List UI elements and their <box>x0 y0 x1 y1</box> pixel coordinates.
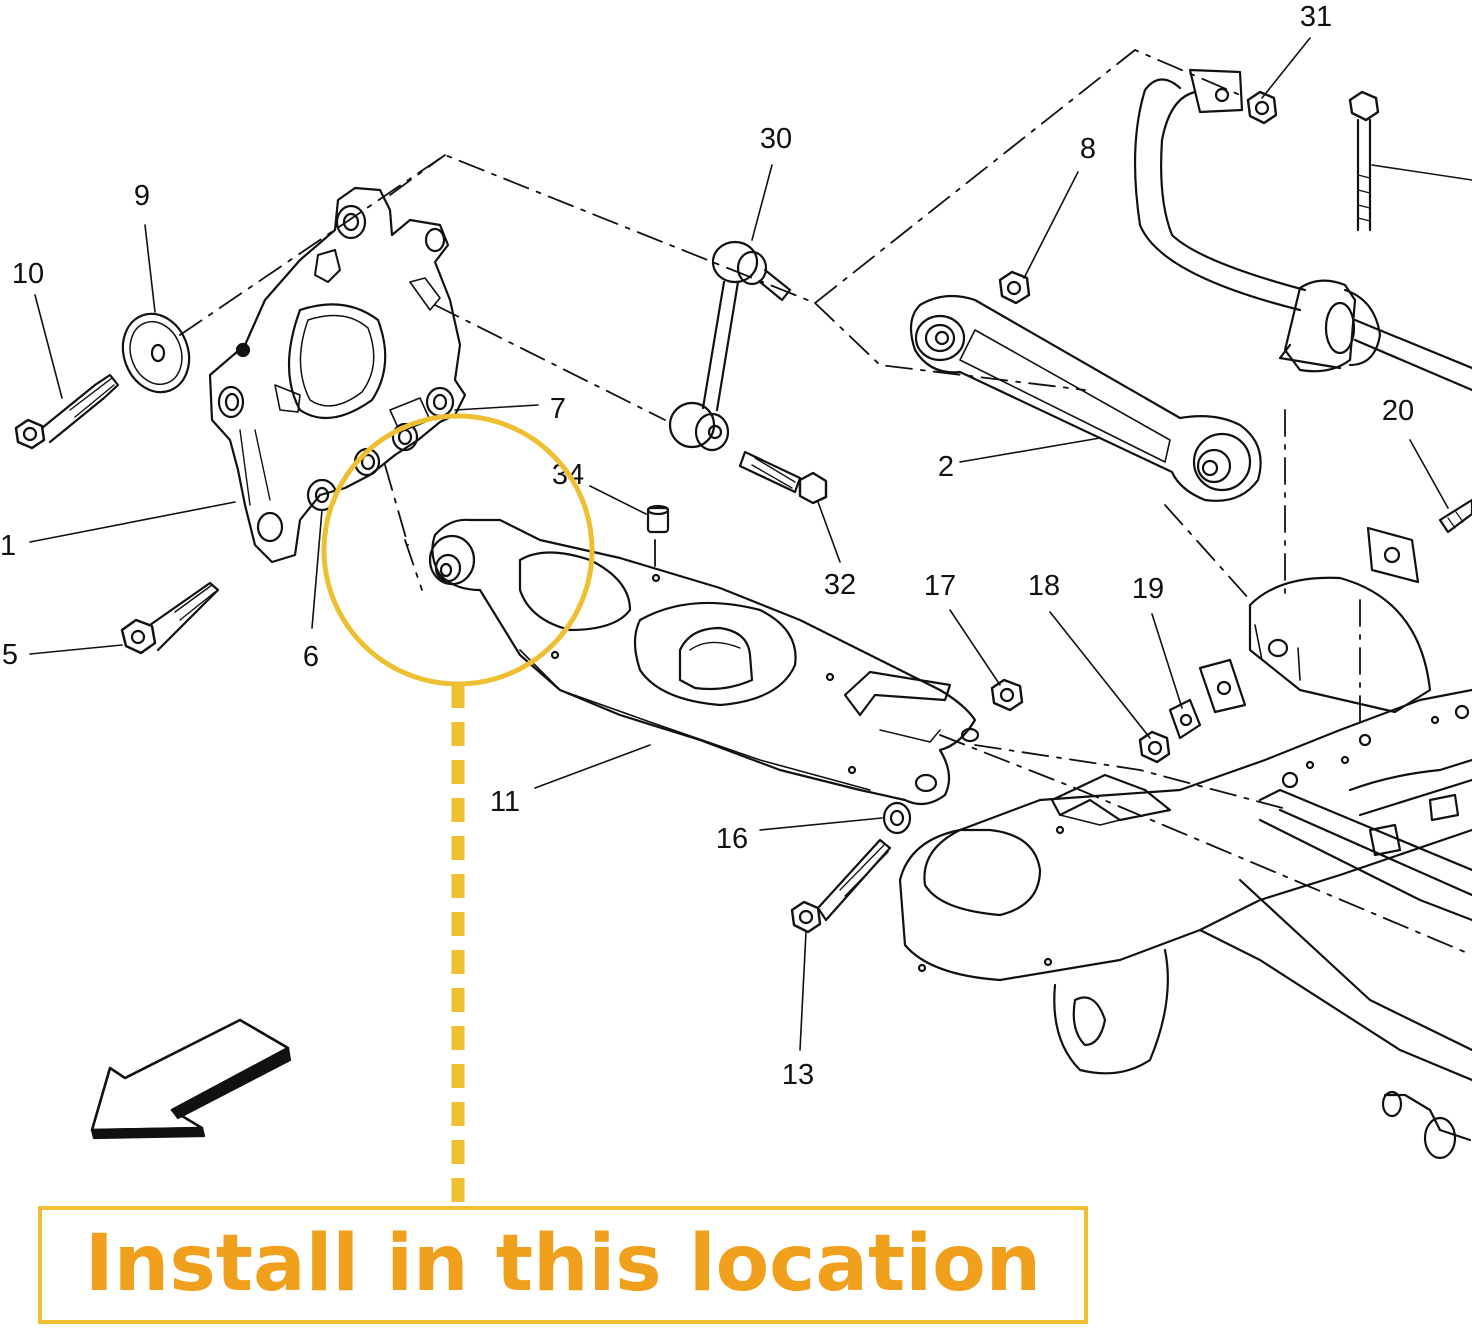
part-32-bolt <box>738 450 828 505</box>
install-location-callout: Install in this location <box>38 413 1088 1324</box>
part-label-18: 18 <box>1028 570 1060 602</box>
part-label-17: 17 <box>924 570 956 602</box>
part-label-11: 11 <box>490 786 520 818</box>
part-label-20: 20 <box>1382 395 1414 427</box>
part-17-nut <box>990 678 1024 712</box>
assembly-centerlines <box>179 49 1472 956</box>
part-19-washer <box>1168 698 1202 740</box>
part-18-nut <box>1138 730 1171 764</box>
part-label-2: 2 <box>938 451 954 483</box>
subframe <box>898 688 1472 1160</box>
part-8-nut <box>998 270 1031 305</box>
part-label-5: 5 <box>2 639 18 671</box>
part-label-6: 6 <box>303 641 319 673</box>
part-2-upper-arm <box>909 294 1262 502</box>
part-34-plug <box>646 504 670 583</box>
part-11-lower-control-arm <box>428 518 980 806</box>
part-1-knuckle <box>208 186 467 564</box>
part-label-10: 10 <box>12 258 44 290</box>
part-30-stabilizer-link <box>668 240 792 452</box>
part-20-stud <box>1438 498 1472 534</box>
part-label-1: 1 <box>0 530 16 562</box>
mounting-brackets <box>1198 526 1432 714</box>
part-5-bolt <box>120 581 220 655</box>
part-13-bolt <box>790 838 892 934</box>
part-label-16: 16 <box>716 823 748 855</box>
part-label-8: 8 <box>1080 133 1096 165</box>
part-31-nut <box>1246 90 1278 125</box>
callout-box <box>38 1206 1088 1324</box>
leader-lines <box>29 37 1472 1051</box>
part-label-31: 31 <box>1300 1 1332 33</box>
part-9-washer <box>121 312 191 394</box>
part-label-30: 30 <box>760 123 792 155</box>
part-label-7: 7 <box>550 393 566 425</box>
part-10-bolt <box>14 373 120 450</box>
part-number-labels: 1 2 5 6 7 8 9 10 11 13 16 17 18 19 20 30… <box>0 1 1414 1091</box>
part-16-washer <box>882 801 912 835</box>
direction-arrow-icon <box>90 1018 292 1140</box>
upper-right-bolt <box>1348 90 1380 232</box>
callout-label: Install in this location <box>85 1219 1041 1309</box>
part-label-32: 32 <box>824 569 856 601</box>
stabilizer-bar <box>1133 68 1472 392</box>
highlight-circle <box>321 413 595 687</box>
part-label-13: 13 <box>782 1059 814 1091</box>
part-label-9: 9 <box>134 180 150 212</box>
part-label-19: 19 <box>1132 573 1164 605</box>
